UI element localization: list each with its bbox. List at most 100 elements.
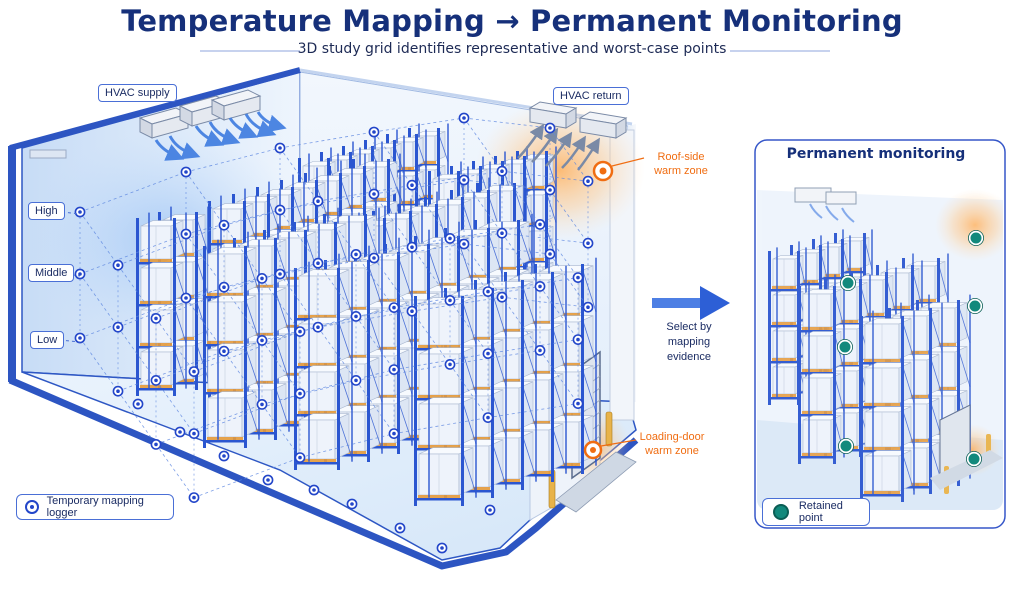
mapping-logger bbox=[294, 388, 306, 399]
mapping-logger bbox=[482, 348, 494, 359]
mapping-logger bbox=[188, 366, 200, 377]
mapping-logger bbox=[484, 504, 496, 516]
mapping-logger bbox=[74, 332, 86, 344]
airflow-arrow-icon bbox=[154, 111, 287, 161]
roof-warm-zone-label: Roof-side warm zone bbox=[645, 150, 717, 178]
dock-ramp bbox=[555, 451, 637, 513]
hvac-return-units bbox=[517, 101, 628, 171]
hvac-supply-unit-icon bbox=[210, 89, 262, 121]
mapping-logger bbox=[188, 428, 200, 439]
hvac-return-unit-icon bbox=[578, 111, 628, 139]
mapping-logger bbox=[388, 302, 400, 313]
door-warm-zone-label: Loading-door warm zone bbox=[636, 430, 708, 458]
mapping-logger bbox=[544, 122, 556, 134]
mapping-logger bbox=[406, 241, 418, 253]
mapping-logger bbox=[406, 305, 418, 317]
mapping-logger bbox=[112, 321, 124, 333]
hvac-supply-label: HVAC supply bbox=[98, 84, 177, 102]
mapping-logger bbox=[582, 237, 594, 249]
permanent-monitoring-panel bbox=[754, 139, 1006, 529]
airflow-arrow-icon bbox=[517, 123, 600, 171]
roof-warm-zone-line2: warm zone bbox=[654, 165, 708, 177]
mapping-logger bbox=[174, 426, 186, 438]
retained-point bbox=[840, 274, 857, 291]
mapping-logger bbox=[458, 238, 470, 250]
mapping-logger bbox=[74, 206, 86, 218]
roof-edge-left bbox=[9, 67, 301, 151]
mapping-logger bbox=[368, 126, 380, 138]
mapping-logger bbox=[346, 498, 358, 510]
pallet-rack bbox=[294, 261, 353, 470]
mapping-logger bbox=[150, 374, 162, 386]
mapping-logger bbox=[572, 272, 584, 283]
retained-point bbox=[968, 229, 985, 246]
mapping-logger bbox=[350, 374, 362, 386]
mapping-logger bbox=[368, 252, 380, 264]
bollard-icon bbox=[605, 411, 613, 447]
mapping-logger bbox=[312, 257, 324, 269]
page-title: Temperature Mapping → Permanent Monitori… bbox=[121, 4, 903, 38]
mapping-logger bbox=[180, 292, 192, 304]
mapping-logger bbox=[496, 227, 508, 239]
mapping-logger bbox=[180, 166, 192, 178]
mapping-logger bbox=[150, 312, 162, 324]
door-warm-zone-line2: warm zone bbox=[645, 445, 699, 457]
mapping-logger bbox=[74, 268, 86, 280]
mapping-logger bbox=[544, 248, 556, 260]
selection-note-line3: evidence bbox=[666, 351, 712, 363]
mapping-logger bbox=[274, 142, 286, 154]
mapping-logger bbox=[394, 522, 406, 534]
pallet-rack bbox=[203, 239, 260, 448]
height-label-low: Low bbox=[30, 331, 65, 349]
mapping-logger bbox=[534, 218, 546, 230]
mapping-logger bbox=[150, 438, 162, 450]
mapping-logger bbox=[444, 232, 456, 244]
retained-point bbox=[967, 297, 984, 314]
hvac-supply-units bbox=[138, 89, 287, 161]
mapping-logger bbox=[388, 364, 400, 375]
mapping-logger bbox=[572, 334, 584, 345]
mapping-logger bbox=[436, 542, 448, 554]
roof-fixture bbox=[29, 149, 67, 159]
hvac-supply-unit-icon bbox=[138, 107, 190, 139]
mapping-logger bbox=[180, 228, 192, 240]
logger-icon bbox=[25, 500, 39, 514]
mapping-logger bbox=[312, 195, 324, 207]
mapping-logger bbox=[308, 484, 320, 496]
mapping-logger bbox=[350, 310, 362, 322]
page-subtitle: 3D study grid identifies representative … bbox=[297, 41, 727, 57]
pallet-rack bbox=[860, 310, 915, 502]
mapping-logger bbox=[458, 112, 470, 124]
hvac-return-unit-icon bbox=[528, 101, 578, 129]
mapping-logger bbox=[350, 248, 362, 260]
mapping-logger bbox=[262, 474, 274, 486]
mapping-logger bbox=[256, 272, 268, 284]
mapping-logger bbox=[274, 204, 286, 216]
mapping-logger bbox=[444, 358, 456, 370]
mapping-logger bbox=[582, 175, 594, 187]
mapping-logger bbox=[458, 174, 470, 186]
mapping-logger bbox=[444, 294, 456, 306]
mapping-logger bbox=[534, 344, 546, 356]
mapping-logger bbox=[294, 452, 306, 463]
mapping-logger bbox=[496, 291, 508, 303]
mapping-logger bbox=[482, 412, 494, 423]
mapping-logger bbox=[218, 219, 230, 231]
door-warm-logger bbox=[583, 439, 637, 460]
mapping-logger bbox=[256, 398, 268, 410]
retained-point bbox=[838, 437, 855, 454]
selection-note-line1: Select by bbox=[666, 321, 712, 333]
mapping-logger bbox=[218, 450, 230, 462]
door-warm-zone-line1: Loading-door bbox=[639, 431, 705, 443]
legend-retained-label: Retained point bbox=[798, 500, 843, 524]
left-pillar bbox=[8, 146, 16, 382]
panel-title: Permanent monitoring bbox=[786, 146, 966, 162]
mapping-logger bbox=[572, 398, 584, 409]
mapping-logger bbox=[256, 334, 268, 346]
mapping-logger bbox=[368, 188, 380, 200]
retained-point-icon bbox=[773, 504, 789, 520]
legend-retained: Retained point bbox=[762, 498, 870, 526]
hvac-unit-panel bbox=[794, 187, 857, 205]
mapping-logger bbox=[274, 268, 286, 280]
